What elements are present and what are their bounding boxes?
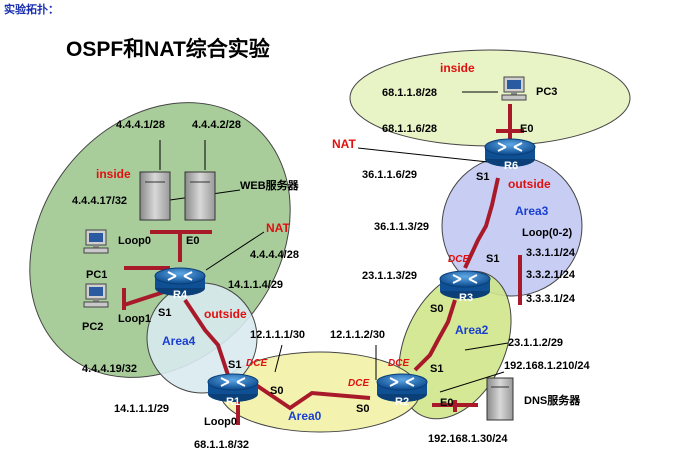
web1-address: 4.4.4.1/28 [116, 119, 165, 131]
r3-loops-port: Loop(0-2) [522, 227, 572, 239]
area2-label: Area2 [455, 323, 489, 337]
r3-s1-port: S1 [486, 253, 499, 265]
pc3-label: PC3 [536, 86, 557, 98]
page-heading: 实验拓扑： [4, 2, 59, 16]
r3-s1-address: 36.1.1.3/29 [374, 221, 429, 233]
r3-dce-label: DCE [448, 254, 469, 265]
pc3-address: 68.1.1.8/28 [382, 87, 437, 99]
r3-s0-port: S0 [430, 303, 443, 315]
r2-s0-address: 12.1.1.2/30 [330, 329, 385, 341]
area0-label: Area0 [288, 409, 322, 423]
web-server-label: WEB服务器 [240, 178, 300, 192]
nat-r6-label: NAT [332, 137, 356, 151]
pc3-icon [501, 76, 527, 101]
r4-loop1-port: Loop1 [118, 313, 151, 325]
r4-loop0-port: Loop0 [118, 235, 151, 247]
r2-dce-label-a: DCE [348, 378, 369, 389]
pc1-label: PC1 [86, 269, 107, 281]
r6-s1-address: 36.1.1.6/29 [362, 169, 417, 181]
r3-loop3-address: 3.3.3.1/24 [526, 293, 576, 305]
r2-s0-port: S0 [356, 403, 369, 415]
outside-r6-label: outside [508, 177, 551, 191]
pc2-label: PC2 [82, 321, 103, 333]
r6-e0-port: E0 [520, 123, 533, 135]
router-r2-name: R2 [395, 396, 409, 408]
r1-s1-port: S1 [228, 359, 241, 371]
web2-address: 4.4.4.2/28 [192, 119, 241, 131]
r4-loop0-address: 4.4.4.17/32 [72, 195, 127, 207]
r3-s0-address: 23.1.1.3/29 [362, 270, 417, 282]
r2-s1-port: S1 [430, 363, 443, 375]
web-server-2-icon [184, 171, 216, 221]
r4-loop1-address: 4.4.4.19/32 [82, 363, 137, 375]
r4-e0-port: E0 [186, 235, 199, 247]
r1-s0-address: 12.1.1.1/30 [250, 329, 305, 341]
outside-r4-label: outside [204, 307, 247, 321]
r2-e0-address: 192.168.1.210/24 [504, 360, 591, 372]
r1-loop0-address: 68.1.1.8/32 [194, 439, 249, 451]
r1-s0-port: S0 [270, 385, 283, 397]
r4-s1-address: 14.1.1.4/29 [228, 279, 283, 291]
r1-dce-label: DCE [246, 358, 267, 369]
r2-dce-label-b: DCE [388, 358, 409, 369]
page-title: OSPF和NAT综合实验 [66, 37, 270, 61]
nat-r4-label: NAT [266, 221, 290, 235]
r1-s1-address: 14.1.1.1/29 [114, 403, 169, 415]
pc2-icon [83, 283, 109, 308]
r4-s1-port: S1 [158, 307, 171, 319]
r2-e0-port: E0 [440, 397, 453, 409]
dns-server-icon [486, 377, 514, 421]
router-r1-name: R1 [226, 396, 240, 408]
pc1-icon [83, 229, 109, 254]
inside-left-label: inside [96, 167, 131, 181]
web-server-1-icon [139, 171, 171, 221]
dns-server-label: DNS服务器 [524, 393, 581, 407]
router-r6-name: R6 [504, 160, 518, 172]
dns-address: 192.168.1.30/24 [428, 433, 508, 445]
r3-loop2-address: 3.3.2.1/24 [526, 269, 576, 281]
router-r4-name: R4 [173, 289, 188, 301]
router-r3-name: R3 [459, 292, 473, 304]
r2-s1-address: 23.1.1.2/29 [508, 337, 563, 349]
r1-loop0-port: Loop0 [204, 416, 237, 428]
r6-s1-port: S1 [476, 171, 489, 183]
r6-e0-address: 68.1.1.6/28 [382, 123, 437, 135]
inside-top-label: inside [440, 61, 475, 75]
r3-loop1-address: 3.3.1.1/24 [526, 247, 576, 259]
r4-e0-address: 4.4.4.4/28 [250, 249, 299, 261]
area4-label: Area4 [162, 334, 196, 348]
area3-label: Area3 [515, 204, 549, 218]
